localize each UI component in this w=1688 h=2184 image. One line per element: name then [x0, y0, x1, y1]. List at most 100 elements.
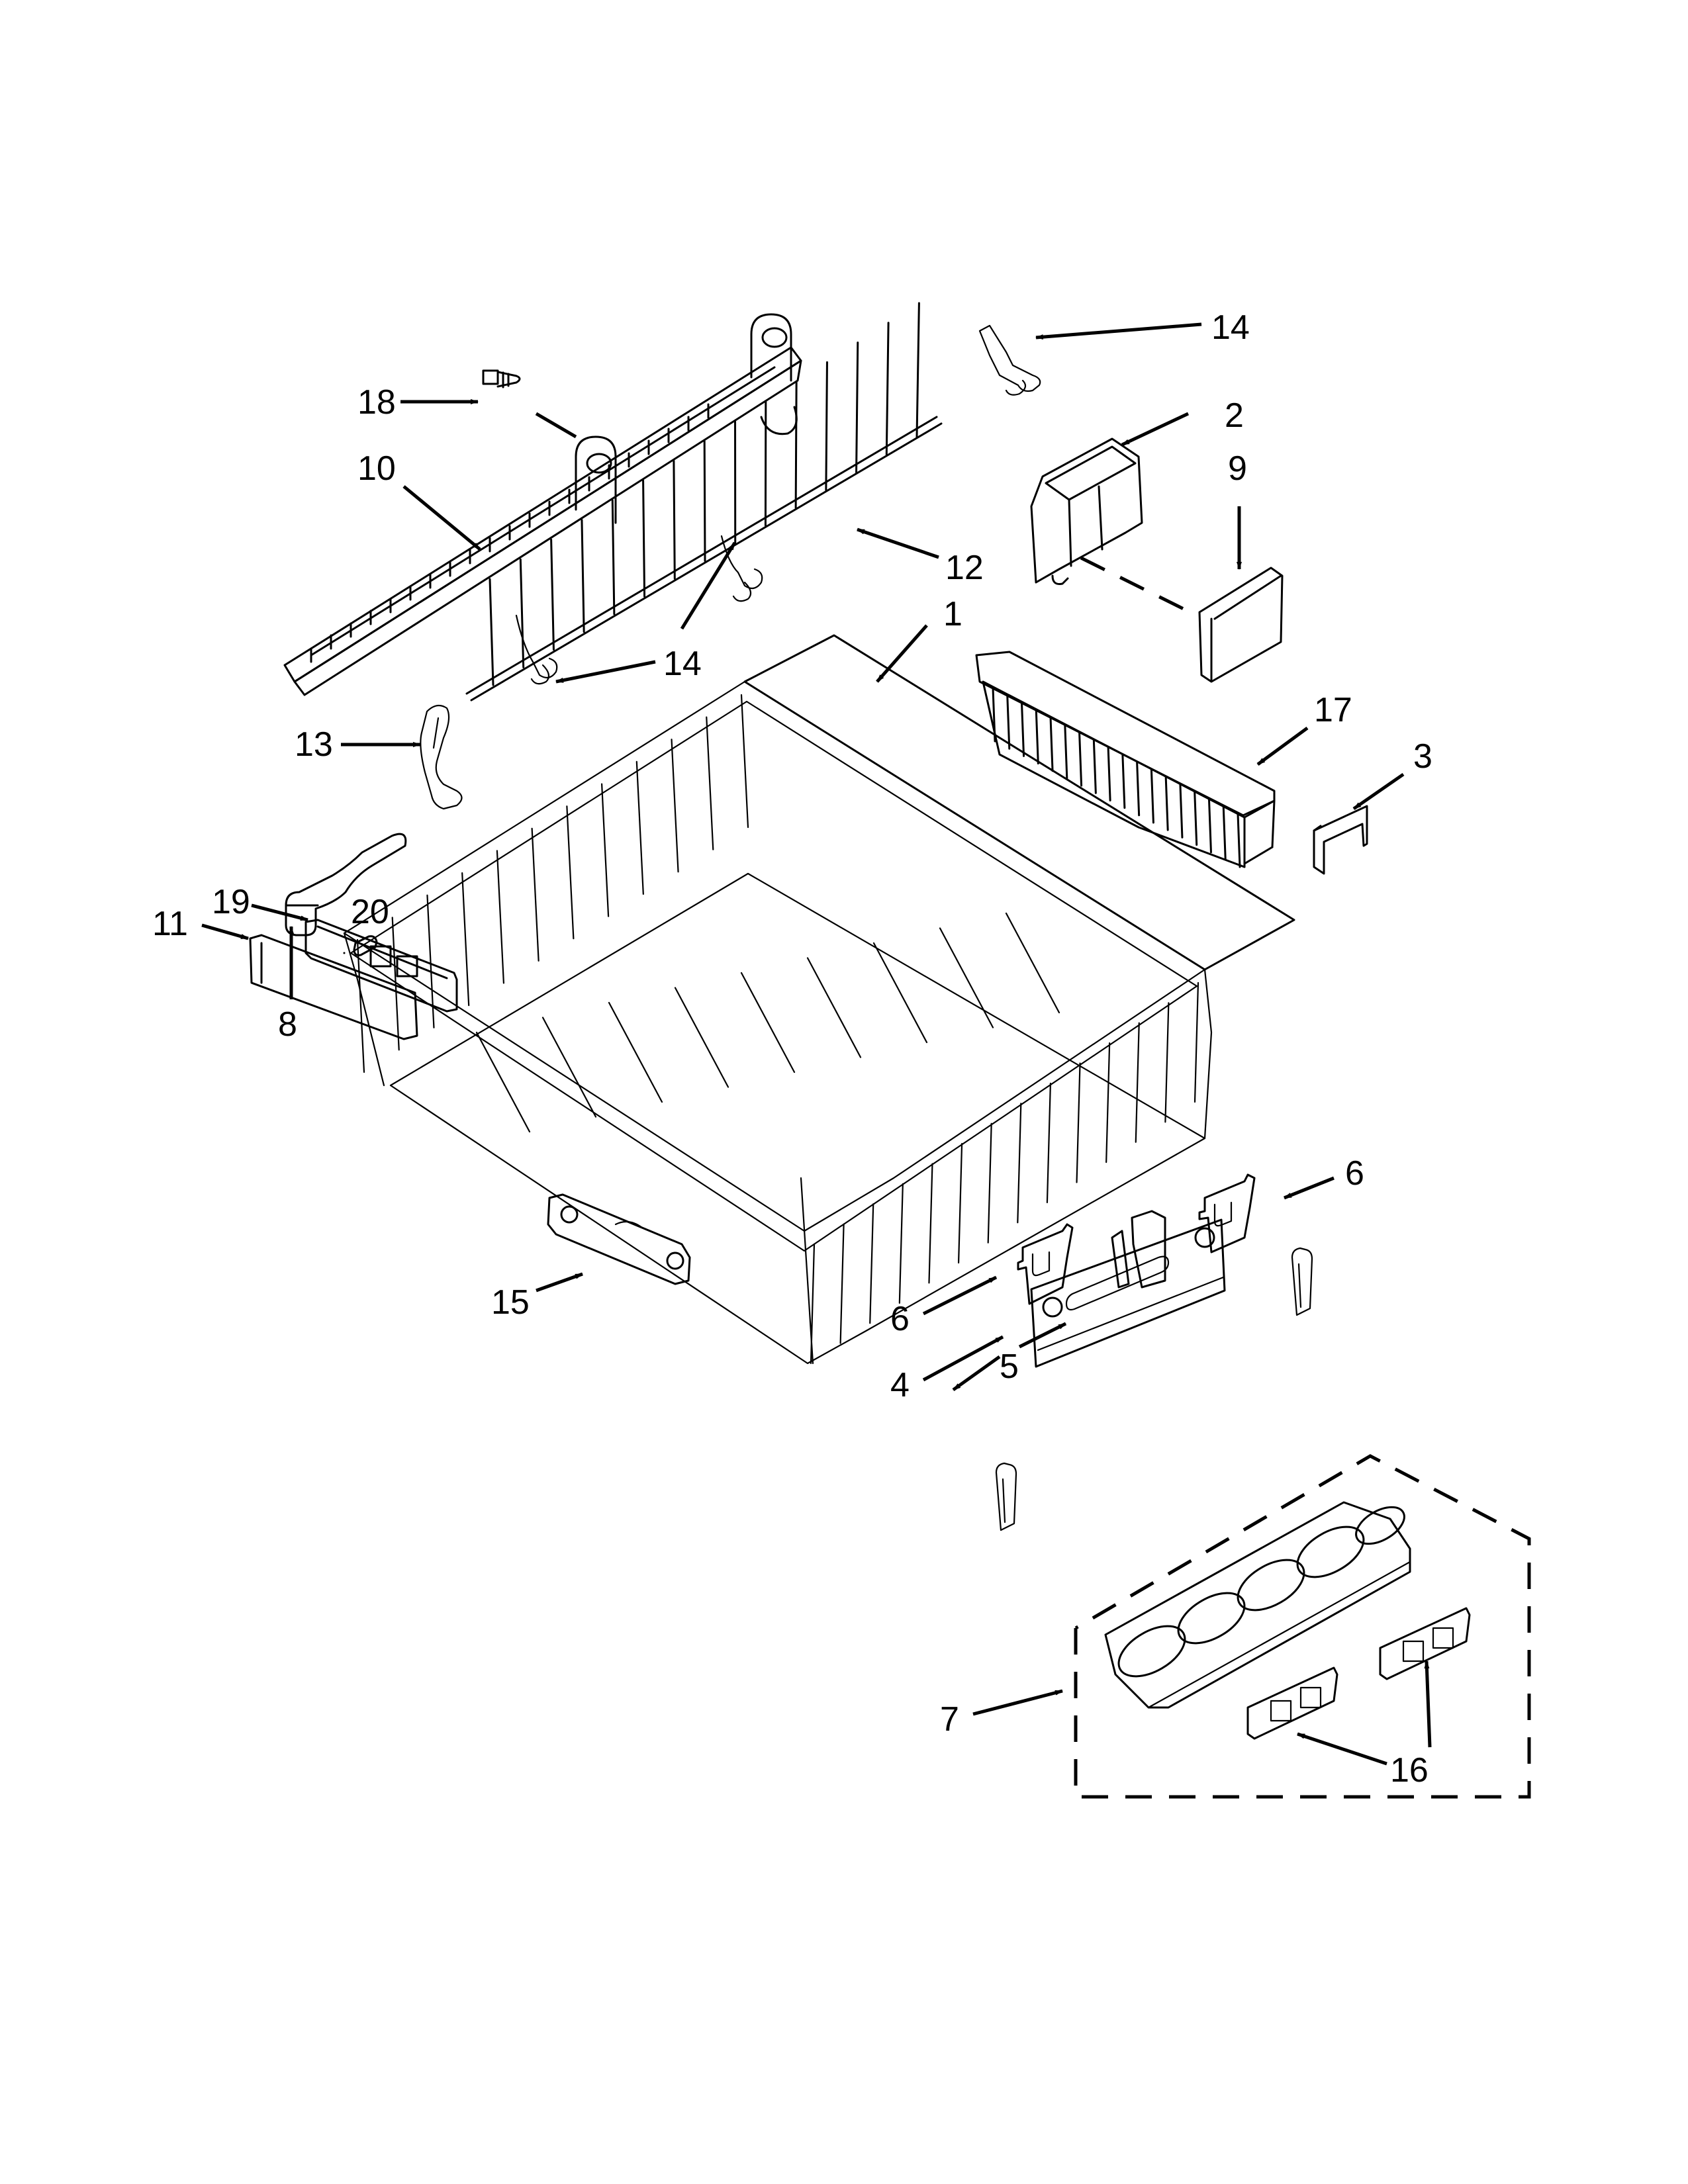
rack-front-wire — [869, 1203, 874, 1324]
rack-front-wire — [1135, 1022, 1140, 1143]
callout-label-1: 1 — [943, 595, 962, 633]
callout-1: 1 — [876, 595, 962, 683]
rack-front-wire — [987, 1122, 992, 1244]
callout-7: 7 — [940, 1689, 1063, 1739]
track-rail-part — [283, 313, 802, 696]
rack-front-wire — [928, 1163, 933, 1284]
callout-arrow-7 — [972, 1689, 1063, 1716]
handle-screw-part — [343, 935, 378, 956]
callout-15: 15 — [491, 1272, 583, 1322]
callout-label-16: 16 — [1390, 1751, 1429, 1790]
callout-label-12: 12 — [945, 549, 984, 587]
callout-label-20: 20 — [351, 893, 389, 931]
silverware-basket-part — [975, 651, 1276, 868]
callout-label-9: 9 — [1228, 449, 1247, 488]
upper-rack-part — [343, 634, 1295, 1365]
callout-arrow-15 — [536, 1272, 583, 1293]
tine-clip-top-part — [978, 324, 1041, 396]
rack-front-wire — [1076, 1062, 1081, 1183]
rack-side-wire — [391, 917, 400, 1051]
adjuster-cover-part — [1198, 567, 1284, 683]
callout-arrow-16-left — [1297, 1732, 1387, 1766]
tine — [550, 538, 555, 651]
rack-side-wire — [531, 827, 539, 962]
basket-bar — [1049, 717, 1054, 772]
rack-side-wire — [496, 850, 505, 984]
callout-18: 18 — [357, 383, 479, 422]
callout-arrow-10 — [402, 485, 481, 551]
callout-arrow-19 — [251, 903, 308, 922]
handle-cover-part — [249, 934, 418, 1040]
rack-tine — [475, 1031, 531, 1133]
callout-6-right: 6 — [1284, 1154, 1364, 1200]
tine — [885, 322, 890, 456]
rack-front-wire — [810, 1243, 816, 1365]
callout-5: 5 — [952, 1322, 1067, 1392]
callout-11: 11 — [152, 905, 249, 943]
callout-label-10: 10 — [357, 449, 396, 488]
basket-bar — [1107, 746, 1111, 801]
rack-front-wire — [898, 1183, 904, 1304]
callout-14-mid: 14 — [663, 541, 737, 683]
rack-tine — [806, 957, 862, 1058]
callout-arrow-12 — [857, 527, 939, 559]
rack-tine — [608, 1001, 663, 1103]
basket-bar — [1164, 776, 1169, 831]
callout-label-14-mid: 14 — [663, 645, 702, 683]
rack-front-wire — [1105, 1042, 1111, 1163]
callout-8: 8 — [278, 926, 297, 1044]
callout-label-4: 4 — [890, 1366, 910, 1404]
basket-bar — [1237, 813, 1241, 868]
adjuster-part — [1030, 437, 1143, 585]
rack-tine — [674, 987, 729, 1088]
callout-20: 20 — [351, 893, 389, 931]
screw-alignment-line — [535, 412, 577, 439]
callout-13: 13 — [295, 725, 421, 764]
tine — [825, 361, 828, 491]
callout-label-6-right: 6 — [1345, 1154, 1364, 1193]
basket-bar — [1207, 798, 1212, 854]
rack-front-wire — [957, 1142, 963, 1264]
rack-side-wire — [740, 694, 749, 829]
basket-bar — [1006, 694, 1011, 750]
holder-clip-right-part — [1379, 1607, 1471, 1680]
tine — [642, 479, 646, 598]
callout-arrow-6-right — [1284, 1176, 1335, 1200]
basket-bar — [1092, 739, 1097, 794]
callout-2: 2 — [1121, 396, 1244, 447]
rack-side-wire — [356, 938, 365, 1073]
rack-side-wire — [600, 783, 610, 917]
tine — [519, 558, 525, 668]
rack-tine — [541, 1017, 597, 1118]
adjuster-clip-right-part — [1198, 1173, 1256, 1253]
holder-clip-left-part — [1246, 1666, 1338, 1740]
callout-label-2: 2 — [1225, 396, 1244, 435]
tine — [489, 578, 494, 686]
callout-arrow-16-right — [1424, 1661, 1432, 1748]
rack-side-wire — [706, 716, 714, 850]
callout-4: 4 — [890, 1335, 1004, 1404]
callout-label-5: 5 — [1000, 1347, 1019, 1386]
basket-bar — [1222, 805, 1227, 861]
callout-6-left: 6 — [890, 1275, 998, 1338]
callout-label-17: 17 — [1314, 691, 1352, 729]
basket-bar — [1078, 731, 1083, 787]
callout-arrow-6-left — [922, 1275, 998, 1316]
basket-bar — [1194, 790, 1198, 846]
callout-label-8: 8 — [278, 1005, 297, 1044]
tine-pivot-clip-part — [420, 704, 463, 810]
callout-arrow-14-top — [1035, 322, 1202, 340]
rack-tine — [872, 942, 928, 1044]
tine — [855, 341, 859, 474]
callout-label-13: 13 — [295, 725, 333, 764]
tine-row-part — [465, 302, 943, 702]
adjuster-alignment-line — [1080, 556, 1198, 617]
callout-arrow-17 — [1256, 726, 1309, 766]
callout-arrow-14-mid — [680, 541, 737, 630]
basket-bar — [1136, 761, 1141, 817]
basket-clip-part — [1313, 805, 1368, 875]
callout-arrow-5-left — [952, 1355, 1001, 1392]
tine-clip-mid-part — [720, 535, 763, 602]
basket-bar — [1064, 724, 1068, 780]
